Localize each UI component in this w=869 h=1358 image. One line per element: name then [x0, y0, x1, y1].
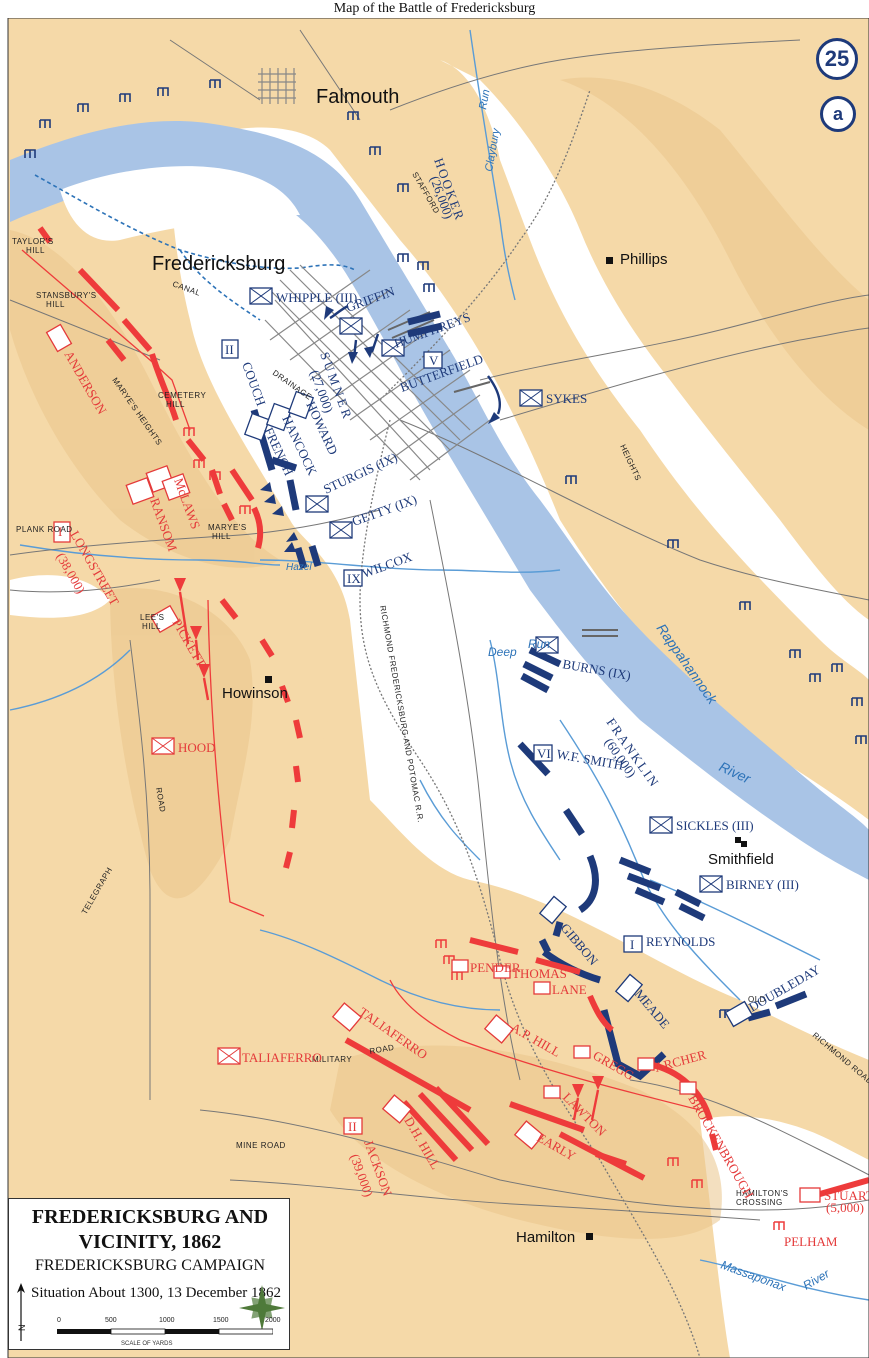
label-deep: Deep [488, 645, 517, 659]
label-hamiltons-crossing-1: HAMILTON'S [736, 1189, 788, 1198]
map-sub-badge: a [820, 96, 856, 132]
union-attack-arrows [260, 306, 500, 552]
scale-tick-2000: 2000 [265, 1317, 281, 1324]
canal [34, 174, 356, 271]
confederate-arrows [174, 578, 604, 1098]
label-military: MILITARY [312, 1055, 352, 1064]
label-stansburys-hill-2: HILL [46, 300, 65, 309]
union-whipple: WHIPPLE (III) [276, 290, 357, 305]
compass-star-icon [239, 1285, 285, 1331]
confederate-arrow-shafts [178, 591, 600, 1121]
label-run-claybury: Run [477, 89, 492, 111]
union-reynolds-corps: I [630, 937, 634, 952]
conf-thomas: THOMAS [512, 966, 567, 981]
river-island [60, 166, 300, 241]
union-arrow-shafts [329, 304, 502, 415]
union-sickles: SICKLES (III) [676, 818, 754, 833]
scale-tick-500: 500 [105, 1317, 117, 1324]
conf-stuart-strength: (5,000) [826, 1200, 864, 1215]
conf-stuart: STUART [824, 1188, 869, 1203]
place-smithfield: Smithfield [708, 851, 774, 868]
place-fredericksburg: Fredericksburg [152, 253, 285, 275]
label-cemetery-hill-1: CEMETERY [158, 391, 206, 400]
conf-pelham: PELHAM [784, 1234, 838, 1249]
scale-tick-1500: 1500 [213, 1317, 229, 1324]
conf-lane: LANE [552, 982, 587, 997]
legend-box: FREDERICKSBURG AND VICINITY, 1862 FREDER… [8, 1198, 290, 1350]
roads [9, 29, 869, 1221]
north-arrow-icon: N [17, 1283, 27, 1341]
union-butterfield-corps: V [429, 353, 439, 368]
union-wf-smith-corps: VI [537, 746, 551, 761]
union-sykes: SYKES [546, 391, 587, 406]
union-artillery [24, 79, 867, 1018]
label-taylors-hill-1: TAYLOR'S [12, 237, 54, 246]
place-howinson: Howinson [222, 685, 288, 702]
confederate-unit-symbols [45, 323, 821, 1203]
railroad-north [379, 89, 591, 401]
legend-title-line1: FREDERICKSBURG AND [31, 1206, 269, 1228]
map-caption: Map of the Battle of Fredericksburg [0, 0, 869, 18]
conf-pender: PENDER [470, 960, 521, 975]
map-frame [7, 17, 869, 1358]
conf-longstreet-corps: I [58, 524, 62, 539]
label-road: ROAD [154, 787, 167, 813]
label-lees-hill-2: HILL [142, 622, 161, 631]
railroad-rfp [359, 419, 701, 1358]
label-lees-hill-1: LEE'S [140, 613, 164, 622]
conf-hood: HOOD [178, 740, 216, 755]
place-falmouth: Falmouth [316, 86, 399, 108]
label-stansburys-hill-1: STANSBURY'S [36, 291, 97, 300]
place-markers [265, 257, 747, 1240]
union-lines [250, 310, 808, 1081]
label-cemetery-hill-2: HILL [166, 400, 185, 409]
place-hamilton: Hamilton [516, 1229, 575, 1246]
conf-jackson-corps: II [348, 1119, 357, 1134]
union-couch-corps: II [225, 342, 234, 357]
rappahannock-river [10, 120, 869, 880]
label-mine-road: MINE ROAD [236, 1141, 286, 1150]
label-maryes-hill-2: HILL [212, 532, 231, 541]
scale-bar [57, 1328, 273, 1335]
place-phillips: Phillips [620, 251, 668, 268]
union-reynolds: REYNOLDS [646, 934, 715, 949]
legend-situation: Situation About 1300, 13 December 1862 [31, 1285, 281, 1301]
label-plank-road: PLANK ROAD [16, 525, 73, 534]
label-hamiltons-crossing-2: CROSSING [736, 1198, 783, 1207]
union-birney: BIRNEY (III) [726, 877, 799, 892]
legend-title-line2: VICINITY, 1862 [78, 1231, 222, 1253]
label-taylors-hill-2: HILL [26, 246, 45, 255]
north-label: N [17, 1325, 27, 1332]
map-number-badge: 25 [816, 38, 858, 80]
scale-label: SCALE OF YARDS [121, 1341, 173, 1347]
union-unit-symbols [221, 287, 754, 1028]
label-hazel: Hazel [286, 562, 312, 573]
confederate-thin-lines [21, 249, 701, 1111]
label-military-road: ROAD [369, 1043, 395, 1056]
falmouth-streets [258, 68, 296, 104]
scale-tick-0: 0 [57, 1317, 61, 1324]
label-old: OLD [748, 995, 766, 1004]
legend-campaign: FREDERICKSBURG CAMPAIGN [34, 1257, 266, 1274]
union-wilcox-corps: IX [347, 571, 361, 586]
label-deep-run: Run [528, 637, 550, 651]
scale-tick-1000: 1000 [159, 1317, 175, 1324]
label-maryes-hill-1: MARYE'S [208, 523, 247, 532]
conf-taliaferro-a: TALIAFERRO [242, 1050, 322, 1065]
legend-title: FREDERICKSBURG AND VICINITY, 1862 [9, 1205, 291, 1255]
